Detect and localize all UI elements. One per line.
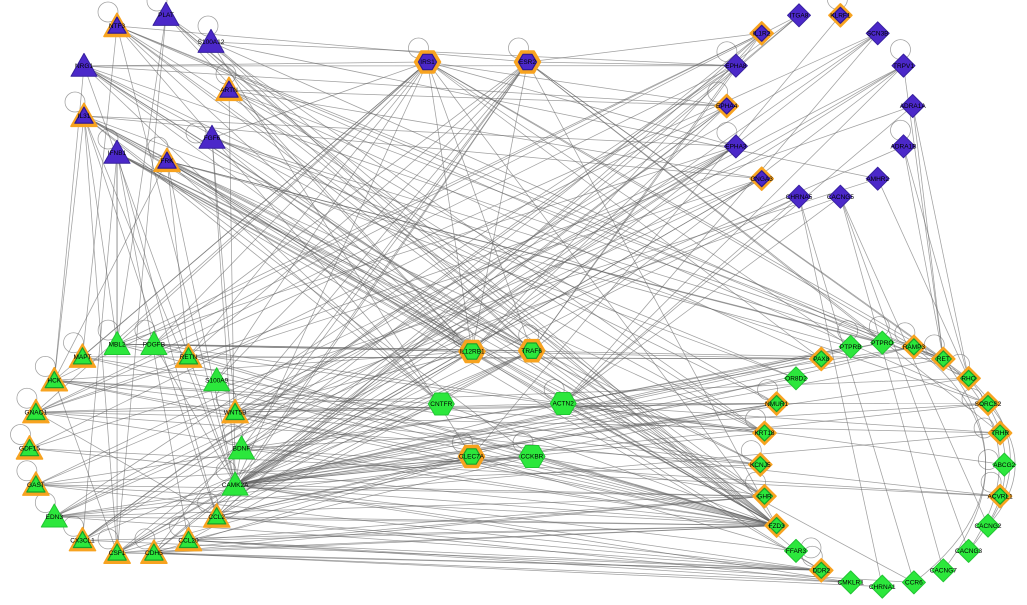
svg-text:CACNG3: CACNG3 (955, 548, 982, 555)
svg-text:ACVRL1: ACVRL1 (987, 493, 1013, 500)
svg-text:ADRA1B: ADRA1B (890, 144, 916, 151)
svg-text:NRG1: NRG1 (75, 63, 93, 70)
svg-text:CX3CL1: CX3CL1 (70, 538, 95, 545)
svg-text:CACNG2: CACNG2 (974, 523, 1001, 530)
svg-text:FFAR3: FFAR3 (786, 548, 807, 555)
svg-text:CNTFR: CNTFR (430, 401, 452, 408)
svg-text:PTPRB: PTPRB (840, 344, 862, 351)
svg-text:WNT5B: WNT5B (224, 409, 247, 416)
svg-text:CDH5: CDH5 (145, 550, 163, 557)
svg-text:BDNF: BDNF (233, 446, 251, 453)
svg-text:GAST: GAST (27, 482, 45, 489)
svg-text:GHR: GHR (757, 493, 772, 500)
svg-text:S100A9: S100A9 (205, 378, 229, 385)
svg-text:CSF1: CSF1 (109, 550, 126, 557)
svg-text:ITGA8: ITGA8 (790, 13, 809, 20)
svg-text:ACTN2: ACTN2 (553, 401, 575, 408)
svg-text:IL12RB1: IL12RB1 (459, 349, 485, 356)
svg-text:CHRNA1: CHRNA1 (869, 584, 896, 591)
svg-text:NTF3: NTF3 (109, 23, 126, 30)
svg-text:IFNB1: IFNB1 (108, 150, 127, 157)
svg-text:GNAO1: GNAO1 (25, 409, 48, 416)
svg-text:PDGFB: PDGFB (143, 341, 165, 348)
svg-text:IRS1: IRS1 (420, 59, 435, 66)
svg-text:CCR6: CCR6 (905, 580, 923, 587)
svg-text:ARTN: ARTN (220, 87, 238, 94)
svg-text:MAPT: MAPT (73, 354, 91, 361)
svg-text:EPHA3: EPHA3 (725, 144, 747, 151)
svg-text:HCK: HCK (47, 378, 61, 385)
svg-text:MBL2: MBL2 (109, 341, 126, 348)
svg-text:CHRNA5: CHRNA5 (786, 194, 813, 201)
svg-text:CAMK2A: CAMK2A (222, 482, 249, 489)
svg-text:EPHA8: EPHA8 (725, 63, 747, 70)
svg-text:PTPRO: PTPRO (871, 340, 893, 347)
svg-text:CNGA3: CNGA3 (750, 176, 773, 183)
svg-text:TRAF6: TRAF6 (521, 348, 542, 355)
svg-text:CCKBR: CCKBR (521, 454, 544, 461)
svg-text:ADRA1A: ADRA1A (900, 103, 927, 110)
svg-text:CCL20: CCL20 (178, 538, 199, 545)
svg-text:EPHA4: EPHA4 (716, 103, 738, 110)
svg-text:NMUR1: NMUR1 (765, 401, 788, 408)
svg-text:RET: RET (937, 356, 950, 363)
svg-text:FRK: FRK (161, 158, 175, 165)
svg-text:CMKLR1: CMKLR1 (838, 580, 865, 587)
svg-text:TRPV1: TRPV1 (893, 63, 914, 70)
svg-text:ESR2: ESR2 (519, 59, 536, 66)
svg-text:SCN3B: SCN3B (867, 31, 889, 38)
svg-text:RAMP3: RAMP3 (903, 344, 926, 351)
svg-text:CACNG5: CACNG5 (827, 194, 854, 201)
svg-text:RHO: RHO (961, 376, 975, 383)
svg-text:CACNG7: CACNG7 (930, 568, 957, 575)
svg-text:EDN3: EDN3 (46, 514, 64, 521)
svg-text:KRT18: KRT18 (754, 430, 774, 437)
svg-text:PAX8: PAX8 (813, 356, 830, 363)
svg-text:KLRF1: KLRF1 (830, 13, 851, 20)
svg-text:AMHR2: AMHR2 (866, 176, 889, 183)
svg-text:SORCS2: SORCS2 (975, 401, 1002, 408)
svg-text:RETN: RETN (180, 354, 198, 361)
svg-text:CCL2: CCL2 (208, 514, 225, 521)
svg-text:KCNJ5: KCNJ5 (750, 462, 771, 469)
svg-text:TRHR: TRHR (991, 430, 1009, 437)
svg-text:GDF15: GDF15 (19, 446, 40, 453)
svg-text:OR8D2: OR8D2 (785, 376, 807, 383)
svg-text:CLEC7A: CLEC7A (459, 454, 485, 461)
svg-text:PLAT: PLAT (158, 12, 174, 19)
svg-text:DDR2: DDR2 (812, 568, 830, 575)
svg-text:IL31: IL31 (78, 113, 91, 120)
svg-text:ABCG2: ABCG2 (993, 462, 1015, 469)
svg-text:FZD3: FZD3 (768, 523, 785, 530)
svg-text:FGF6: FGF6 (204, 135, 221, 142)
svg-text:IL1R2: IL1R2 (753, 31, 771, 38)
svg-text:S100A12: S100A12 (198, 39, 225, 46)
